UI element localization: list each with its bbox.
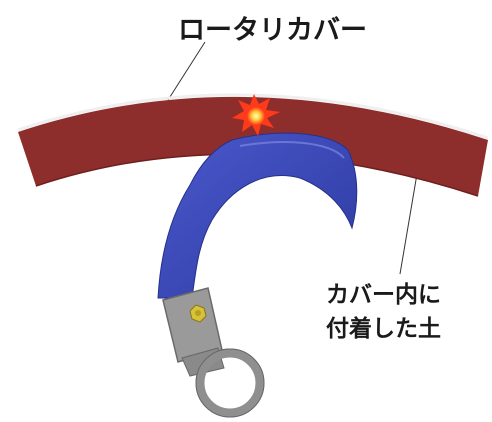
bolt-center xyxy=(195,310,201,316)
blade-holder xyxy=(162,287,265,418)
blade-body xyxy=(157,132,358,299)
holder-ring xyxy=(195,348,265,418)
spark-burst-icon xyxy=(232,94,280,136)
soil-label: カバー内に 付着した土 xyxy=(326,278,441,346)
blade-edge-highlight xyxy=(239,141,345,159)
spark-core xyxy=(247,107,265,125)
cover-top-edge xyxy=(17,93,489,140)
soil-label-line-2: 付着した土 xyxy=(326,316,441,342)
holder-ring-outline xyxy=(195,348,265,418)
soil-leader-line xyxy=(399,167,419,275)
rotary-cover-label: ロータリカバー xyxy=(178,15,367,46)
cover-leader-line xyxy=(167,41,206,101)
soil-label-line-1: カバー内に xyxy=(326,282,441,308)
rotary-blade xyxy=(157,132,358,299)
